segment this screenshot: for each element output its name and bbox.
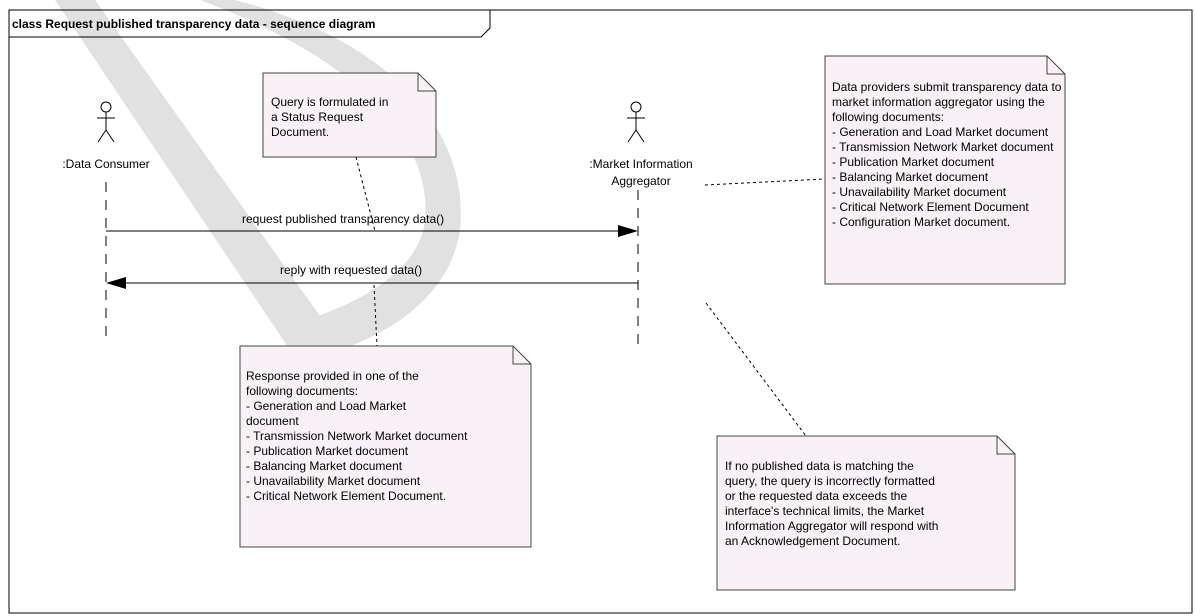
- note-line: - Generation and Load Market: [246, 399, 407, 413]
- note-line: - Transmission Network Market document: [832, 140, 1054, 154]
- note-line: Query is formulated in: [271, 95, 389, 109]
- note-line: - Publication Market document: [832, 155, 995, 169]
- note-response: Response provided in one of the followin…: [246, 369, 467, 504]
- note-providers-shape: [824, 55, 1066, 285]
- note-line: an Acknowledgement Document.: [725, 534, 901, 548]
- note-line: - Unavailability Market document: [832, 185, 1007, 199]
- note-line: Response provided in one of the: [246, 369, 419, 383]
- note-line: - Balancing Market document: [246, 459, 403, 473]
- watermark: [55, 0, 461, 360]
- actor-label-market-info-aggregator: :Market Information Aggregator: [566, 156, 716, 190]
- diagram-frame: [8, 9, 1193, 614]
- note-line: document: [246, 414, 299, 428]
- note-line: Data providers submit transparency data …: [832, 80, 1062, 94]
- note-line: or the requested data exceeds the: [725, 489, 908, 503]
- note-line: following documents:: [246, 384, 359, 398]
- note-query: Query is formulated in a Status Request …: [271, 95, 388, 140]
- message-request-label: request published transparency data(): [242, 212, 445, 226]
- note-line: - Transmission Network Market document: [246, 429, 468, 443]
- actor-label-data-consumer: :Data Consumer: [46, 156, 166, 173]
- note-line: - Unavailability Market document: [246, 474, 421, 488]
- note-line: If no published data is matching the: [725, 459, 914, 473]
- note-line: Document.: [271, 125, 330, 139]
- actor-name: :Data Consumer: [62, 157, 150, 171]
- note-line: - Critical Network Element Document.: [246, 489, 447, 503]
- note-line: - Balancing Market document: [832, 170, 989, 184]
- note-line: - Configuration Market document.: [832, 215, 1011, 229]
- note-line: - Generation and Load Market document: [832, 125, 1049, 139]
- note-response-shape: [239, 345, 532, 548]
- note-line: interface's technical limits, the Market: [725, 504, 925, 518]
- actor-name-line: Aggregator: [611, 174, 671, 188]
- note-providers: Data providers submit transparency data …: [832, 80, 1061, 230]
- message-request-arrow: [106, 225, 638, 237]
- connector-error-note: [705, 302, 807, 437]
- note-error-shape: [716, 435, 1016, 591]
- diagram-title: class Request published transparency dat…: [12, 17, 376, 31]
- note-line: query, the query is incorrectly formatte…: [725, 474, 935, 488]
- connector-providers-note: [704, 178, 826, 186]
- actor-name-line: :Market Information: [589, 157, 693, 171]
- message-reply-label: reply with requested data(): [280, 263, 423, 277]
- connector-query-note: [355, 156, 376, 232]
- note-line: - Publication Market document: [246, 444, 409, 458]
- note-line: market information aggregator using the: [832, 95, 1045, 109]
- note-line: a Status Request: [271, 110, 364, 124]
- note-line: Information Aggregator will respond with: [725, 519, 939, 533]
- message-reply-arrow: [106, 277, 638, 289]
- note-error: If no published data is matching the que…: [725, 459, 938, 549]
- actor-data-consumer-figure: [97, 101, 115, 143]
- note-query-shape: [262, 72, 437, 158]
- note-line: - Critical Network Element Document: [832, 200, 1029, 214]
- actor-market-info-aggregator-figure: [627, 101, 645, 143]
- connector-response-note: [373, 284, 378, 347]
- note-line: following documents:: [832, 110, 945, 124]
